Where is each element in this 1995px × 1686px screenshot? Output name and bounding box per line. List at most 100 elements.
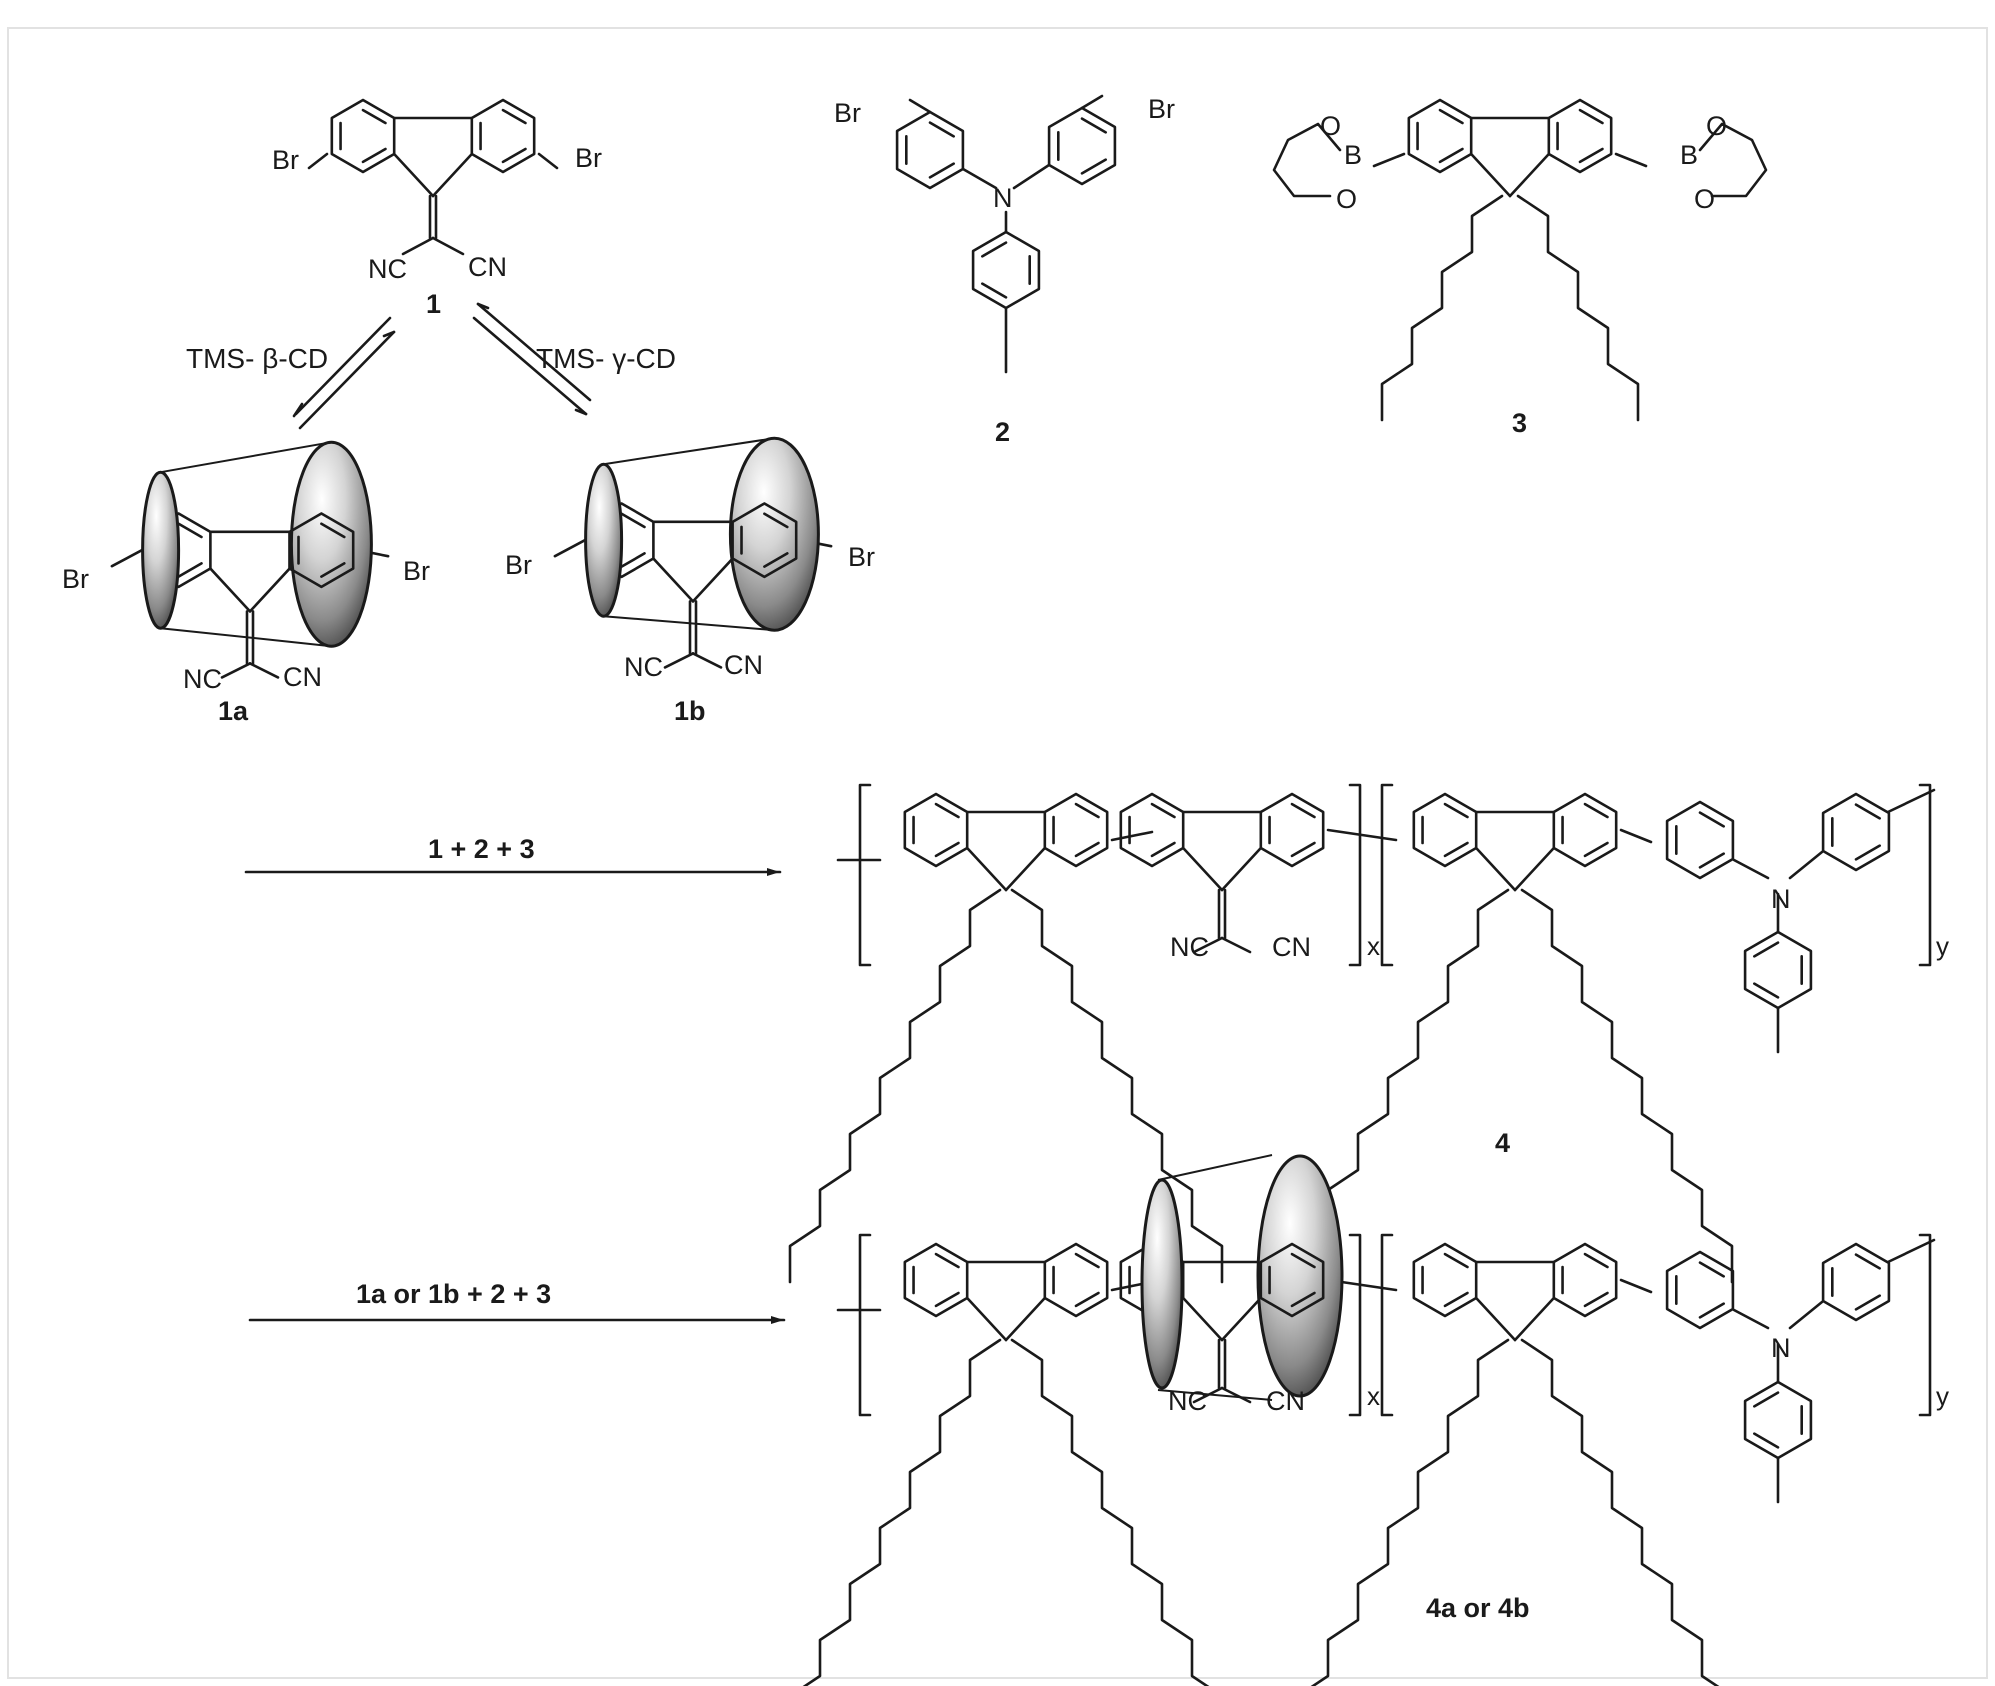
p4-cn-bond [1192,936,1224,954]
c2-n-bond [961,167,998,190]
compound-1-label: 1 [426,289,441,319]
aromatic-double-bond [1583,1291,1609,1308]
c1a-cd-rim [160,441,332,474]
p4ab-n-bond [1788,1300,1824,1330]
c3-o1: O [1320,111,1341,141]
aromatic-double-bond [1698,811,1725,828]
reaction-2-reactants: 1a or 1b + 2 + 3 [356,1279,551,1309]
compound-3-label: 3 [1512,408,1527,438]
c1-cn-bond [401,236,435,256]
equilibrium-arrow-left [298,330,396,430]
aromatic-double-bond [1074,802,1100,819]
aromatic-double-bond [501,108,527,125]
p4ab-octyl [1520,1338,1720,1686]
c1b-cn-bond [663,652,695,669]
p4ab-dcf-five-ring-bond [1181,1296,1224,1342]
c3-b1: B [1344,140,1362,170]
aromatic-double-bond [928,121,955,138]
c1a-cn-bond [248,662,280,679]
c1-fluorene-five-ring-bond [392,152,435,198]
aromatic-double-bond [361,147,387,164]
c1b-nc: NC [624,652,663,682]
c3-b2: B [1680,140,1698,170]
condition-gamma-cd: TMS- γ-CD [536,343,676,374]
aromatic-double-bond [1443,841,1469,858]
p4-n-bond [1788,850,1824,880]
p4ab-cn: CN [1266,1386,1305,1416]
c1-cbr-left-bond [307,152,329,170]
p4ab-cd-rim [1157,1154,1273,1181]
p4ab-subscript-x: x [1367,1381,1380,1411]
p4ab-dof-1-five-ring-bond [1004,1296,1047,1342]
p4-dcf-five-ring-bond [1181,846,1224,892]
p4-dof-1-five-ring-bond [965,846,1008,892]
aromatic-double-bond [1578,147,1604,164]
aromatic-double-bond [620,552,646,568]
p4ab-chain-end [1886,1238,1936,1264]
p4ab-bracket [1380,1233,1394,1417]
p4-bracket [1918,783,1932,967]
equilibrium-arrow-right [476,302,592,402]
aromatic-double-bond [177,562,203,578]
reaction-1-reactants: 1 + 2 + 3 [428,834,535,864]
c1b-cn-bond [691,652,723,669]
c1-br-left: Br [272,145,299,175]
aromatic-double-bond [981,241,1008,258]
c2-n-bond [1012,163,1051,190]
c1-fluorene-five-ring-bond [431,152,474,198]
aromatic-double-bond [361,108,387,125]
aromatic-double-bond [1753,1391,1780,1408]
aromatic-double-bond [934,841,960,858]
p4-octyl [788,888,1002,1284]
c2-cbr-bond [1080,94,1104,110]
compound-1b-label: 1b [674,696,706,726]
c3-fluorene-five-ring-bond [1508,152,1551,198]
c2-n: N [993,183,1013,213]
aromatic-double-bond [1698,1302,1725,1319]
c1a-cn: CN [283,662,322,692]
compound-1a-label: 1a [218,696,249,726]
c1-cn: CN [468,252,507,282]
aromatic-double-bond [1698,852,1725,869]
p4ab-octyl [802,1338,1002,1686]
aromatic-double-bond [1080,117,1107,134]
aromatic-double-bond [1753,941,1780,958]
p4-bracket [858,783,872,967]
c1a-cd-large-rim [289,440,373,648]
aromatic-double-bond [1854,844,1881,861]
equilibrium-arrow-left [294,316,392,416]
p4-chain-link [1326,828,1398,842]
c1b-br-right: Br [848,542,875,572]
c1-nc: NC [368,254,407,284]
aromatic-double-bond [763,552,789,568]
p4ab-n: N [1771,1333,1791,1363]
p4-chain-end [1886,788,1936,814]
c3-dioxaborinane-left [1272,122,1342,198]
c1a-br-right: Br [403,556,430,586]
arrowhead [292,402,304,418]
p4ab-cn-bond [1220,1386,1252,1404]
c1b-fluorene-five-ring-bond [691,557,734,603]
p4-subscript-y: y [1936,931,1949,961]
aromatic-double-bond [1583,802,1609,819]
aromatic-double-bond [1583,1252,1609,1269]
c1b-cbr-bond [553,538,587,558]
c1b-cd-rim [603,615,775,632]
p4ab-nc: NC [1168,1386,1207,1416]
c2-right-aryl [1047,106,1117,186]
aromatic-double-bond [320,562,346,578]
p4-dcf-five-ring-bond [1220,846,1263,892]
c1a-fluorene-five-ring-bond [209,567,252,613]
p4ab-bracket [858,1233,872,1417]
p4-dof-2-five-ring-bond [1513,846,1556,892]
p4-amine-aryl-1 [1665,800,1735,880]
c3-octyl-left [1380,194,1504,422]
condition-beta-cd: TMS- β-CD [186,343,328,374]
aromatic-double-bond [1150,802,1176,819]
arrowhead [476,302,490,310]
aromatic-double-bond [1290,1252,1316,1269]
c1a-fluorene-five-ring-bond [248,567,291,613]
c1a-cd-rim [160,627,332,648]
p4-bracket [1380,783,1394,967]
aromatic-double-bond [1753,1432,1780,1449]
